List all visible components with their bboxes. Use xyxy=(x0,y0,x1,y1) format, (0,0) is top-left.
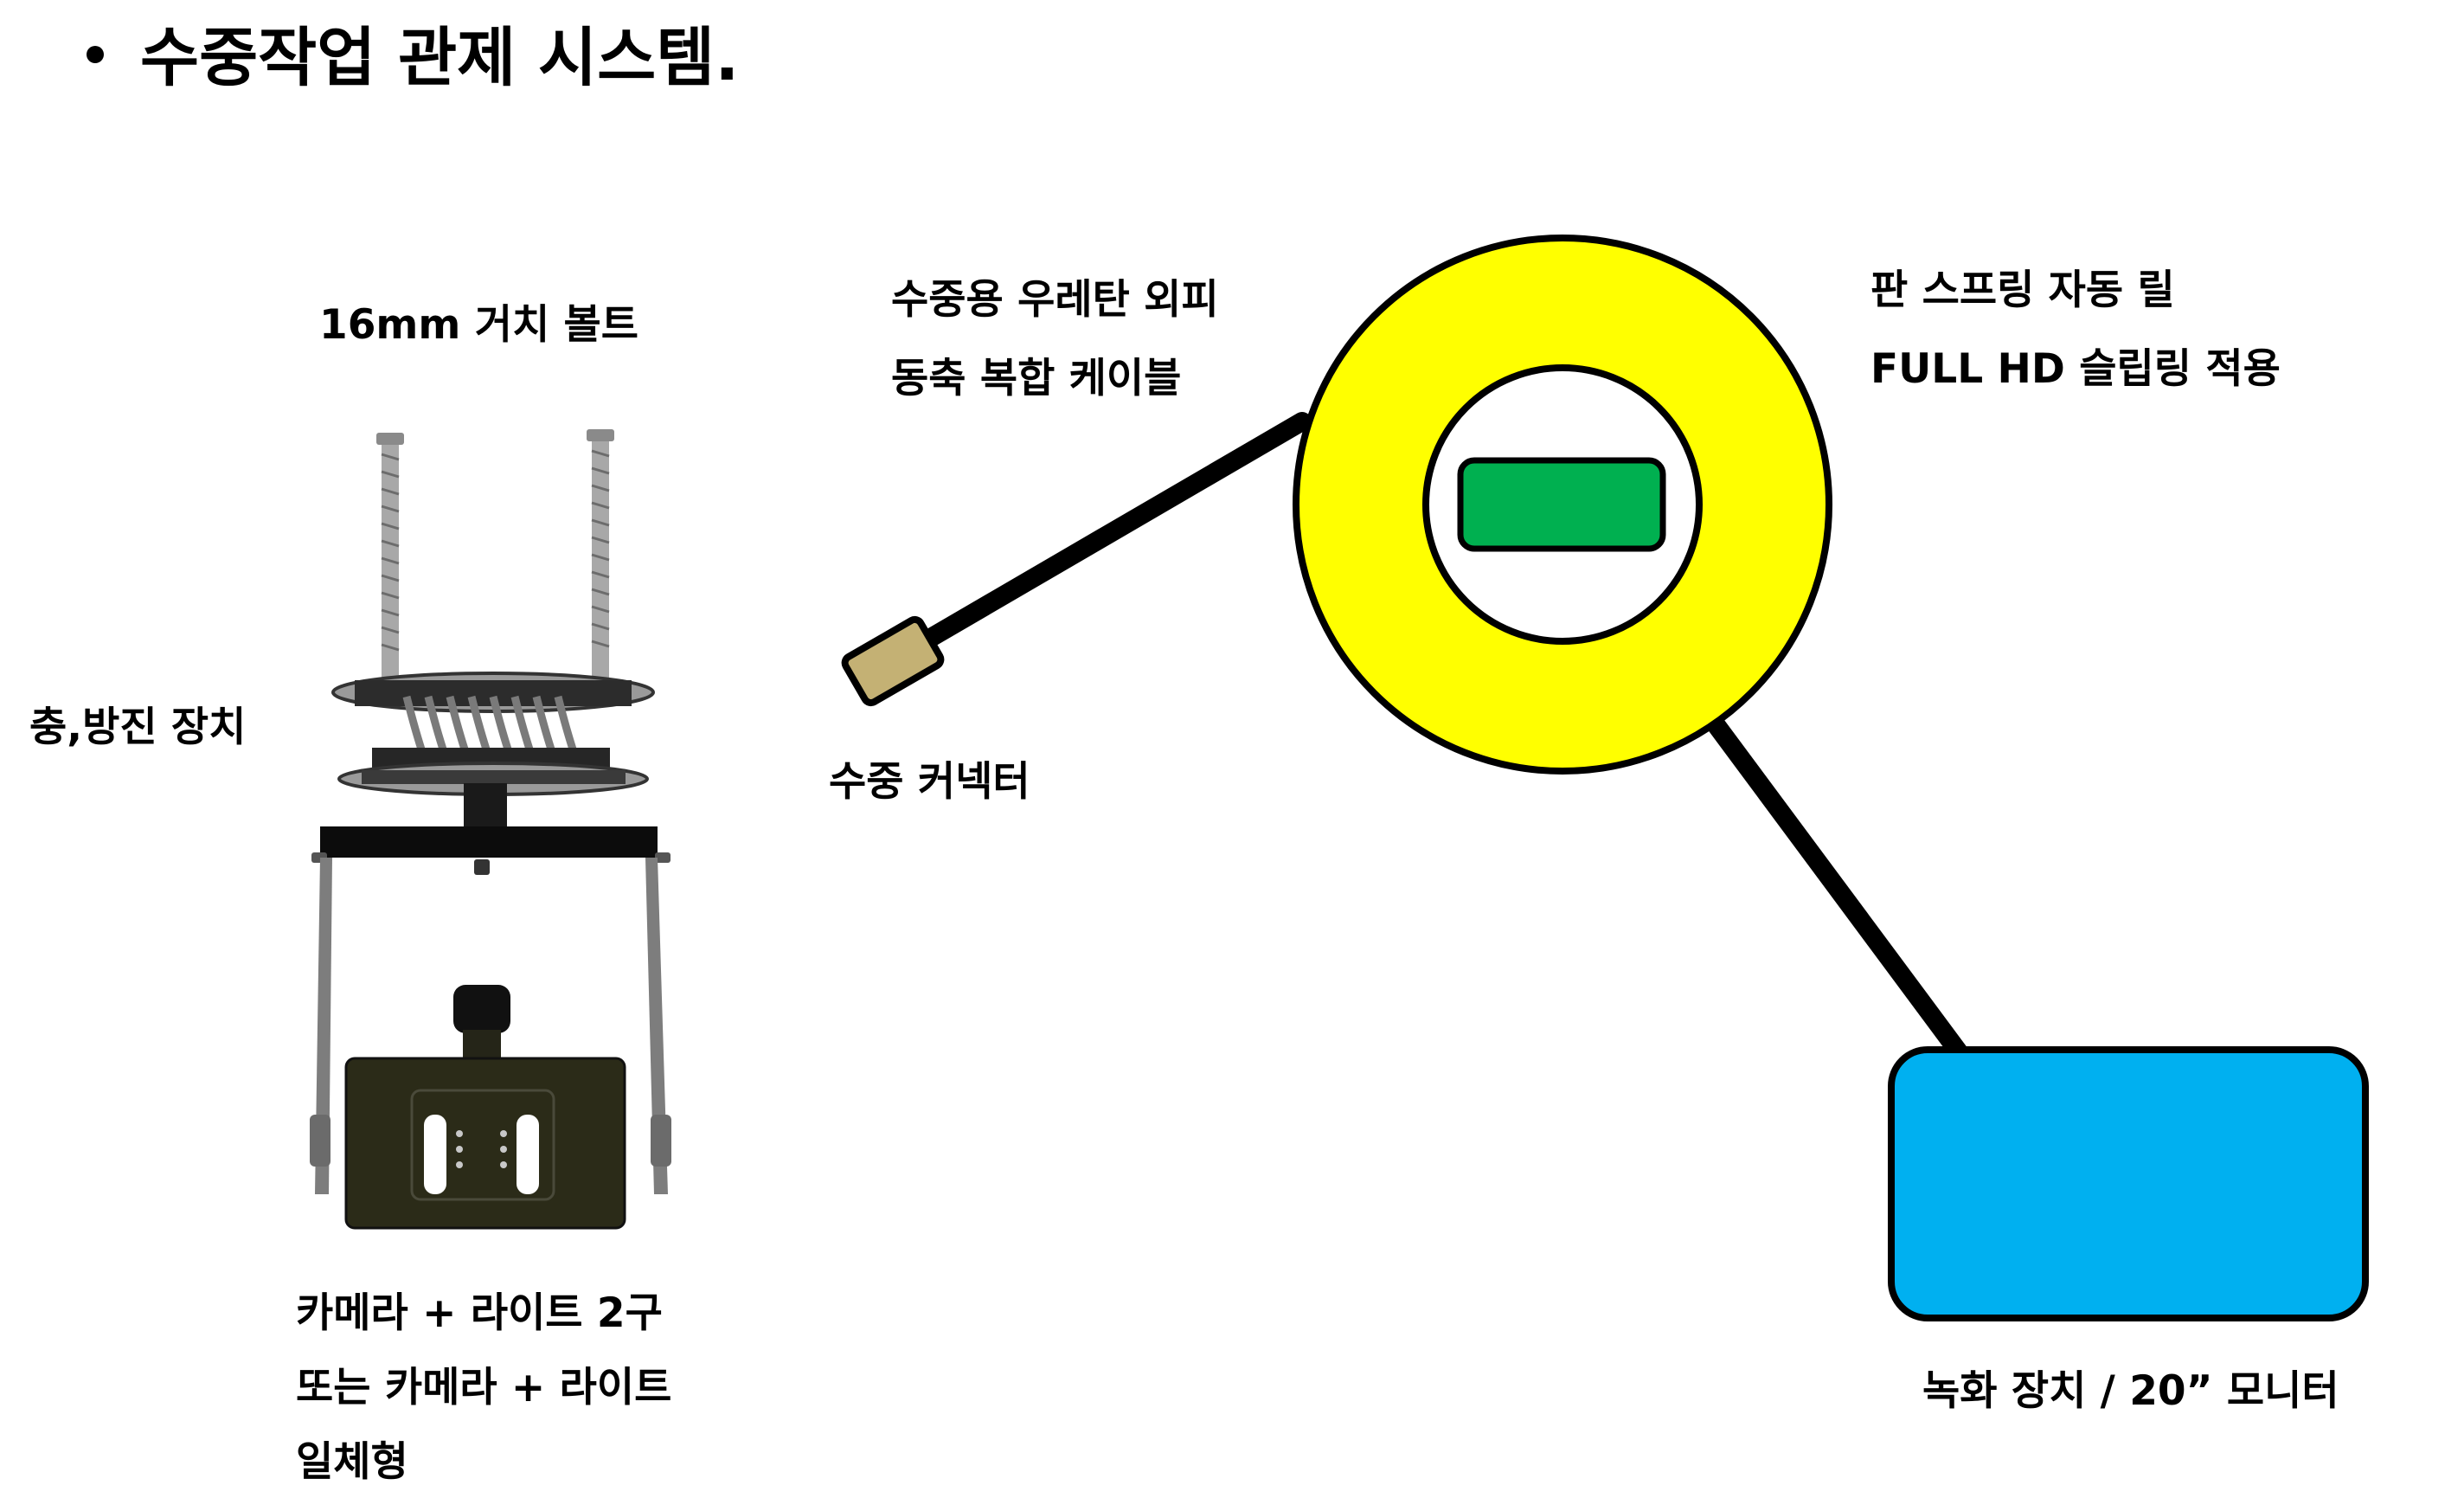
cable-line xyxy=(909,412,1312,654)
cable-label-line1: 수중용 우레탄 외피 xyxy=(891,276,1219,324)
slipring-block xyxy=(1457,457,1666,552)
underwater-connector xyxy=(841,615,945,707)
bullet-icon xyxy=(87,46,104,64)
bolt-label: 16mm 거치 볼트 xyxy=(319,301,639,349)
reel-label-line1: 판 스프링 자동 릴 xyxy=(1870,267,2175,314)
camera-label-line3: 일체형 xyxy=(296,1438,408,1486)
damper-unit xyxy=(331,672,655,826)
mount-bracket xyxy=(310,826,671,1194)
reel-label-line2: FULL HD 슬립링 적용 xyxy=(1870,345,2281,393)
camera-mount-assembly xyxy=(310,429,671,1230)
connector-label: 수중 커넥터 xyxy=(829,758,1030,806)
camera-label-line2: 또는 카메라 + 라이트 xyxy=(296,1364,672,1411)
damper-label: 충,방진 장치 xyxy=(29,704,247,751)
camera-label-line1: 카메라 + 라이트 2구 xyxy=(296,1289,663,1337)
auto-reel xyxy=(1293,235,1832,775)
monitor-label: 녹화 장치 / 20” 모니터 xyxy=(1922,1367,2339,1415)
page-title: 수중작업 관제 시스템. xyxy=(87,26,739,90)
camera-body xyxy=(344,985,626,1230)
monitor-box xyxy=(1888,1046,2369,1321)
cable-label-line2: 동축 복합 케이블 xyxy=(891,355,1182,402)
page-title-text: 수중작업 관제 시스템. xyxy=(140,21,740,95)
mount-bolts xyxy=(376,429,614,681)
